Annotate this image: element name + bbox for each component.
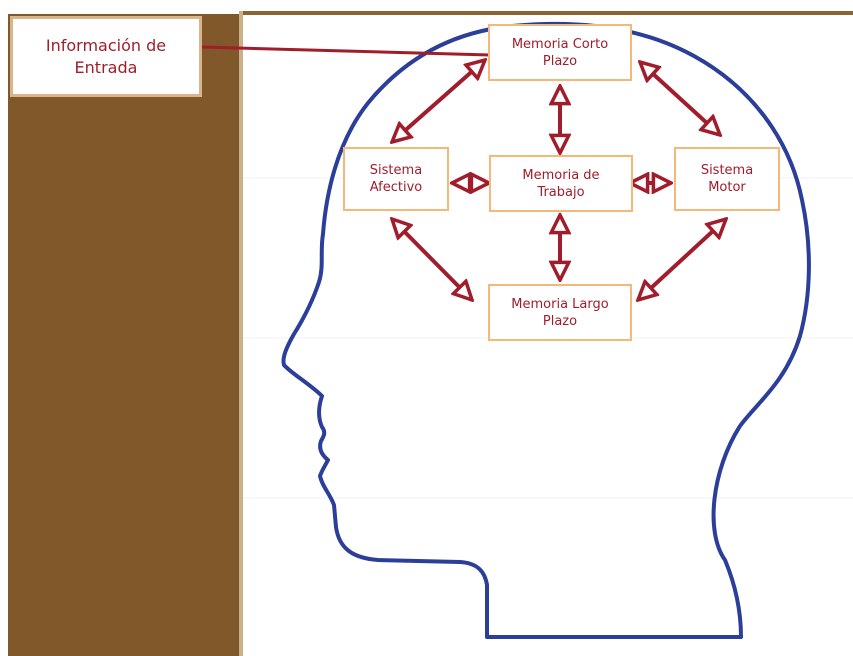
input-information-box: Información de Entrada <box>10 16 202 97</box>
head-silhouette <box>281 21 811 639</box>
top-strip <box>0 0 853 14</box>
working-memory-node: Memoria de Trabajo <box>489 155 633 212</box>
arrows <box>392 60 726 300</box>
canvas-left-border <box>239 11 243 656</box>
short-term-memory-node: Memoria Corto Plazo <box>488 24 632 81</box>
input-connector <box>201 45 491 57</box>
arrow-short-term-motor <box>640 62 720 135</box>
arrow-motor-long-term <box>638 219 726 300</box>
arrow-affective-long-term <box>392 219 472 300</box>
long-term-memory-node: Memoria Largo Plazo <box>488 284 632 341</box>
canvas-top-border <box>241 11 853 15</box>
motor-system-node: Sistema Motor <box>674 147 780 211</box>
affective-system-node: Sistema Afectivo <box>343 147 449 211</box>
left-brown-panel <box>8 14 241 656</box>
arrow-short-term-affective <box>392 60 485 142</box>
